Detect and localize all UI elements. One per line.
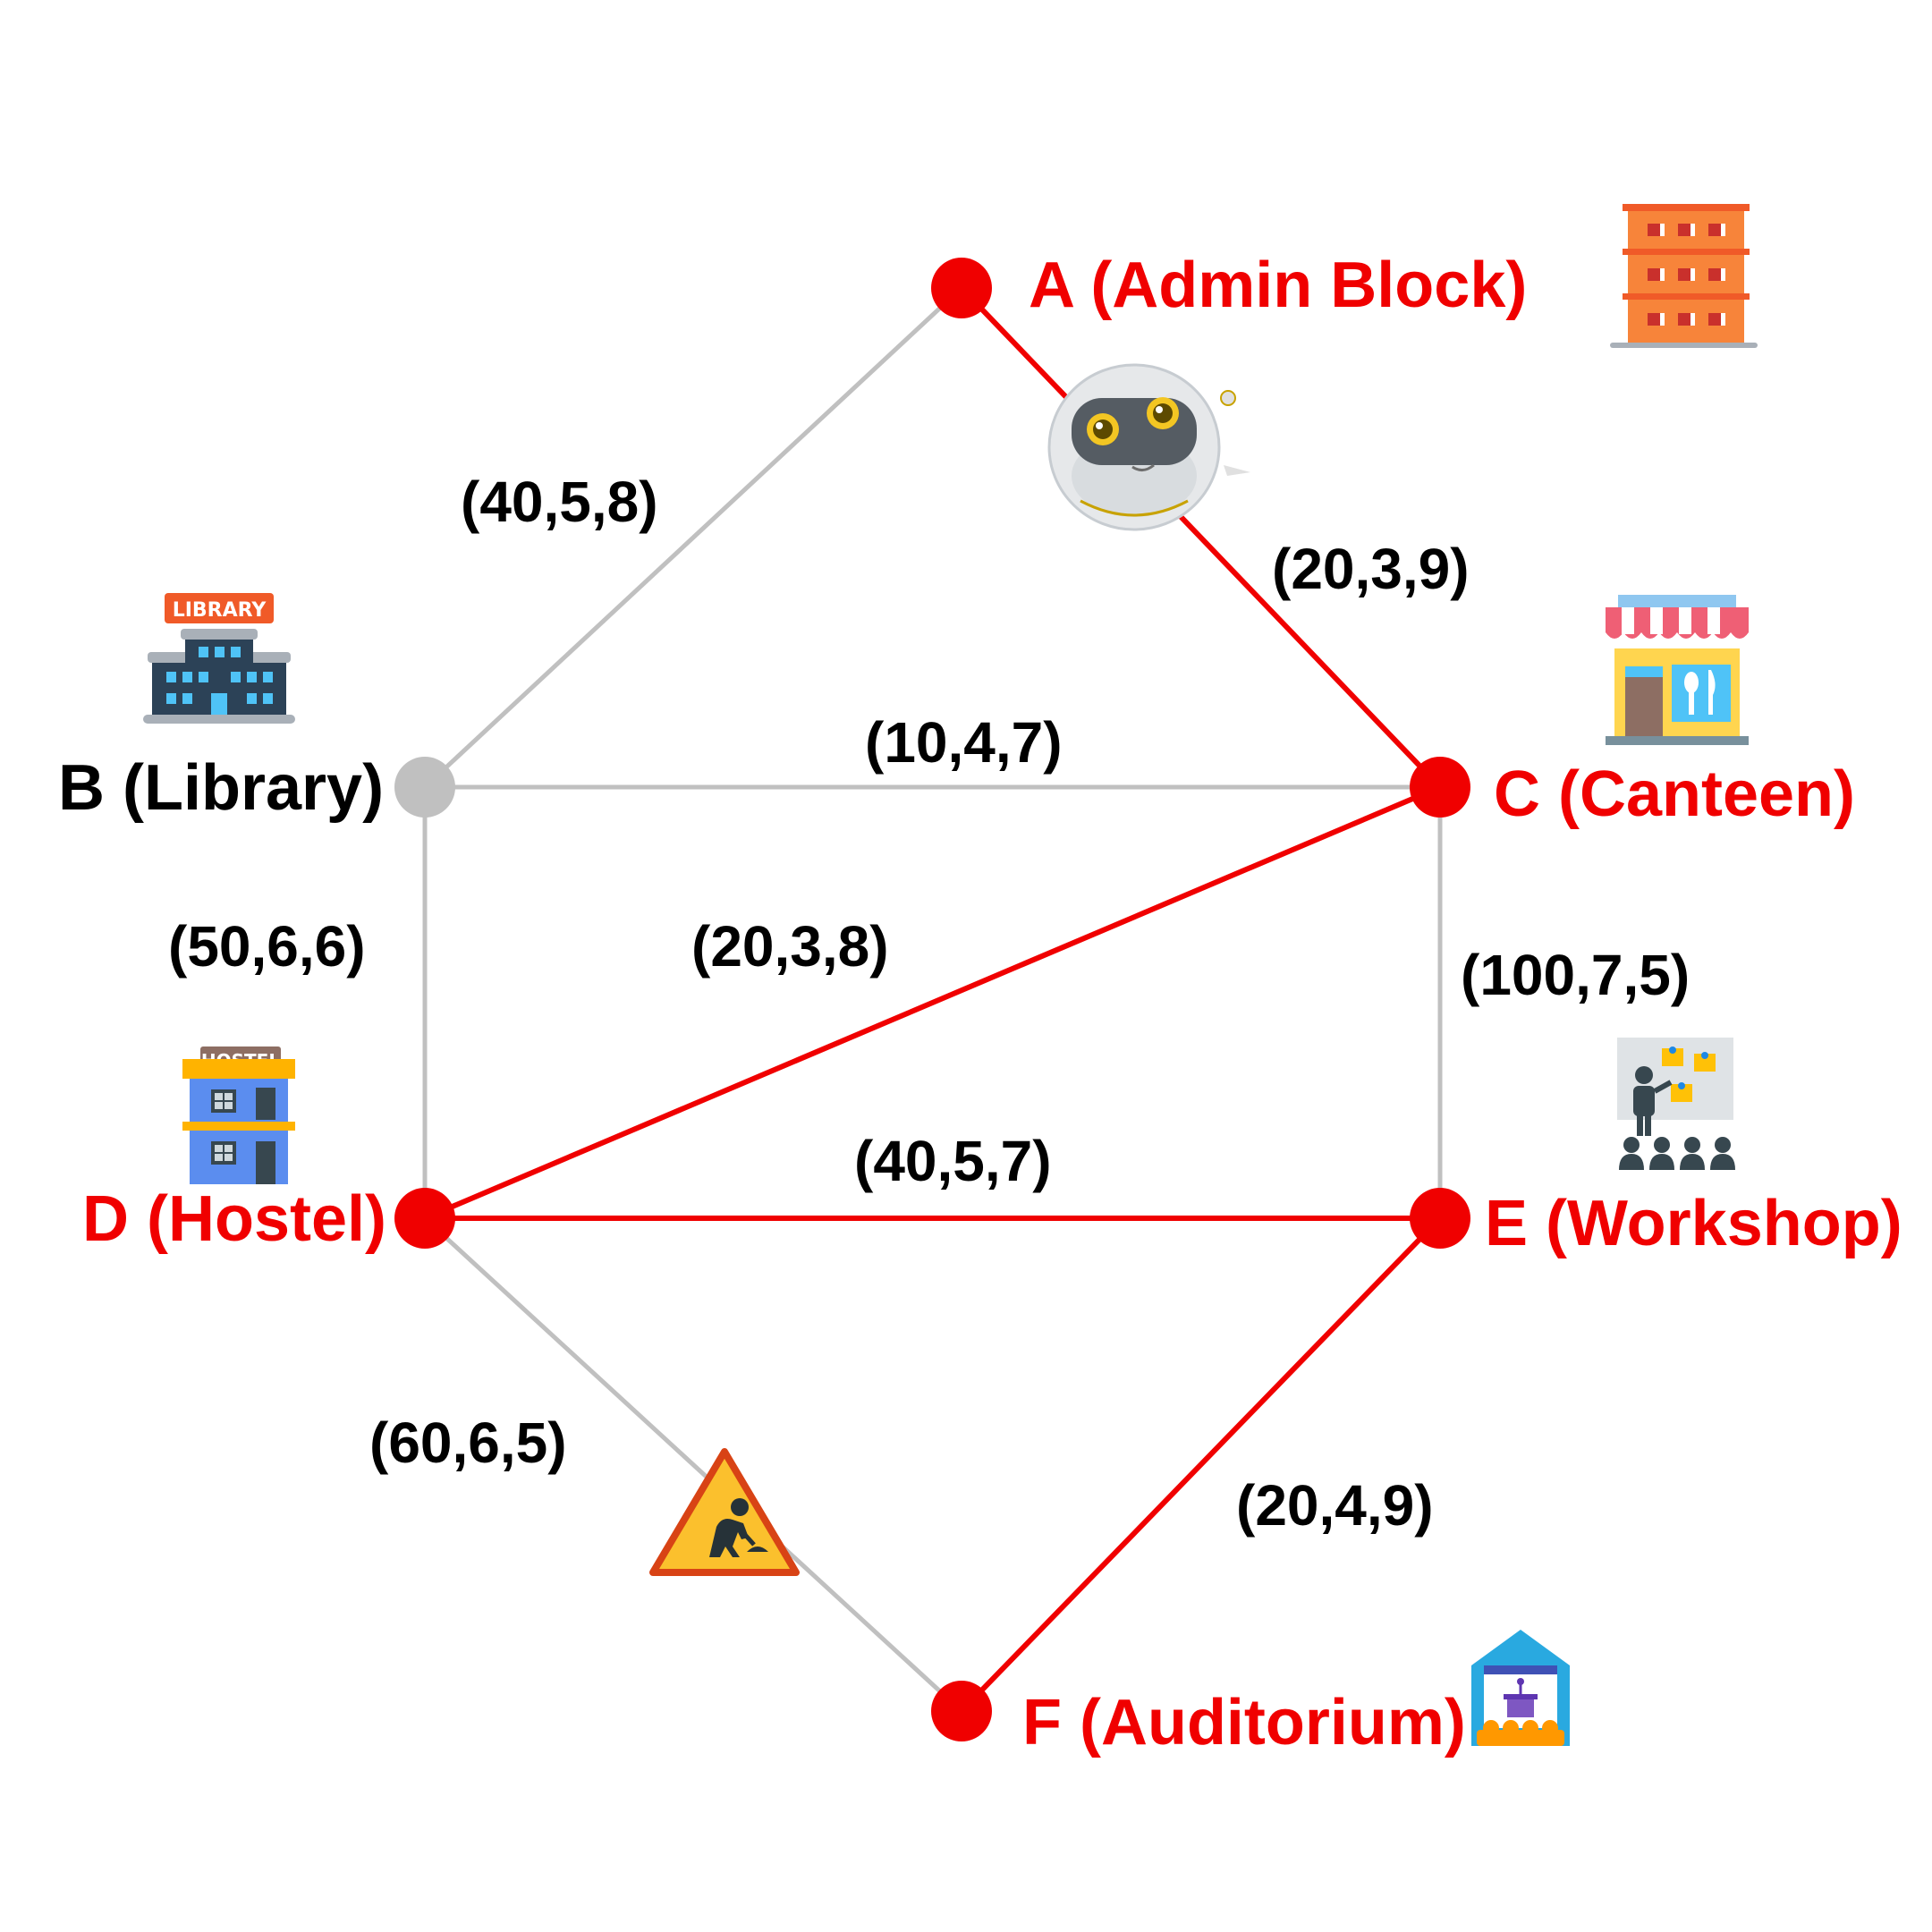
- office-building-icon: [1610, 204, 1758, 348]
- edges: [422, 285, 1443, 1714]
- edge-A-B: [423, 286, 963, 789]
- workshop-presentation-icon: [1617, 1038, 1735, 1170]
- edge-label-C-E: (100,7,5): [1461, 943, 1690, 1007]
- edge-label-B-D: (50,6,6): [168, 914, 366, 979]
- edge-label-A-C: (20,3,9): [1272, 537, 1470, 601]
- node-label-F: F (Auditorium): [1022, 1687, 1466, 1758]
- node-D: [394, 1188, 455, 1249]
- road-work-warning-icon: [649, 1448, 800, 1576]
- edge-label-E-F: (20,4,9): [1236, 1473, 1434, 1538]
- node-C: [1410, 757, 1470, 818]
- edge-label-D-F: (60,6,5): [369, 1411, 567, 1475]
- edge-label-C-D: (20,3,8): [691, 914, 889, 979]
- edge-label-A-B: (40,5,8): [461, 470, 658, 534]
- edge-D-F: [423, 1216, 963, 1713]
- nodes: [394, 258, 1470, 1741]
- hostel-building-icon: HOSTEL: [182, 1046, 295, 1184]
- node-E: [1410, 1188, 1470, 1249]
- node-labels: A (Admin Block) B (Library) C (Canteen) …: [58, 250, 1902, 1758]
- node-F: [931, 1681, 992, 1741]
- node-label-E: E (Workshop): [1485, 1188, 1902, 1259]
- node-A: [931, 258, 992, 318]
- edge-label-B-C: (10,4,7): [865, 710, 1063, 775]
- node-label-B: B (Library): [58, 752, 384, 824]
- library-sign-text: LIBRARY: [173, 599, 267, 622]
- robot-icon: [1047, 363, 1250, 531]
- edge-E-F: [959, 1216, 1443, 1714]
- edge-A-C: [959, 285, 1443, 790]
- node-label-A: A (Admin Block): [1029, 250, 1527, 321]
- node-label-C: C (Canteen): [1494, 758, 1855, 830]
- node-label-D: D (Hostel): [82, 1183, 386, 1255]
- canteen-shop-icon: [1606, 595, 1749, 745]
- edge-labels: (40,5,8) (20,3,9) (10,4,7) (50,6,6) (20,…: [168, 470, 1690, 1538]
- edge-label-D-E: (40,5,7): [854, 1129, 1052, 1193]
- edge-C-D: [423, 784, 1442, 1221]
- auditorium-stage-icon: [1471, 1630, 1570, 1746]
- library-building-icon: LIBRARY: [143, 593, 295, 724]
- node-B: [394, 757, 455, 818]
